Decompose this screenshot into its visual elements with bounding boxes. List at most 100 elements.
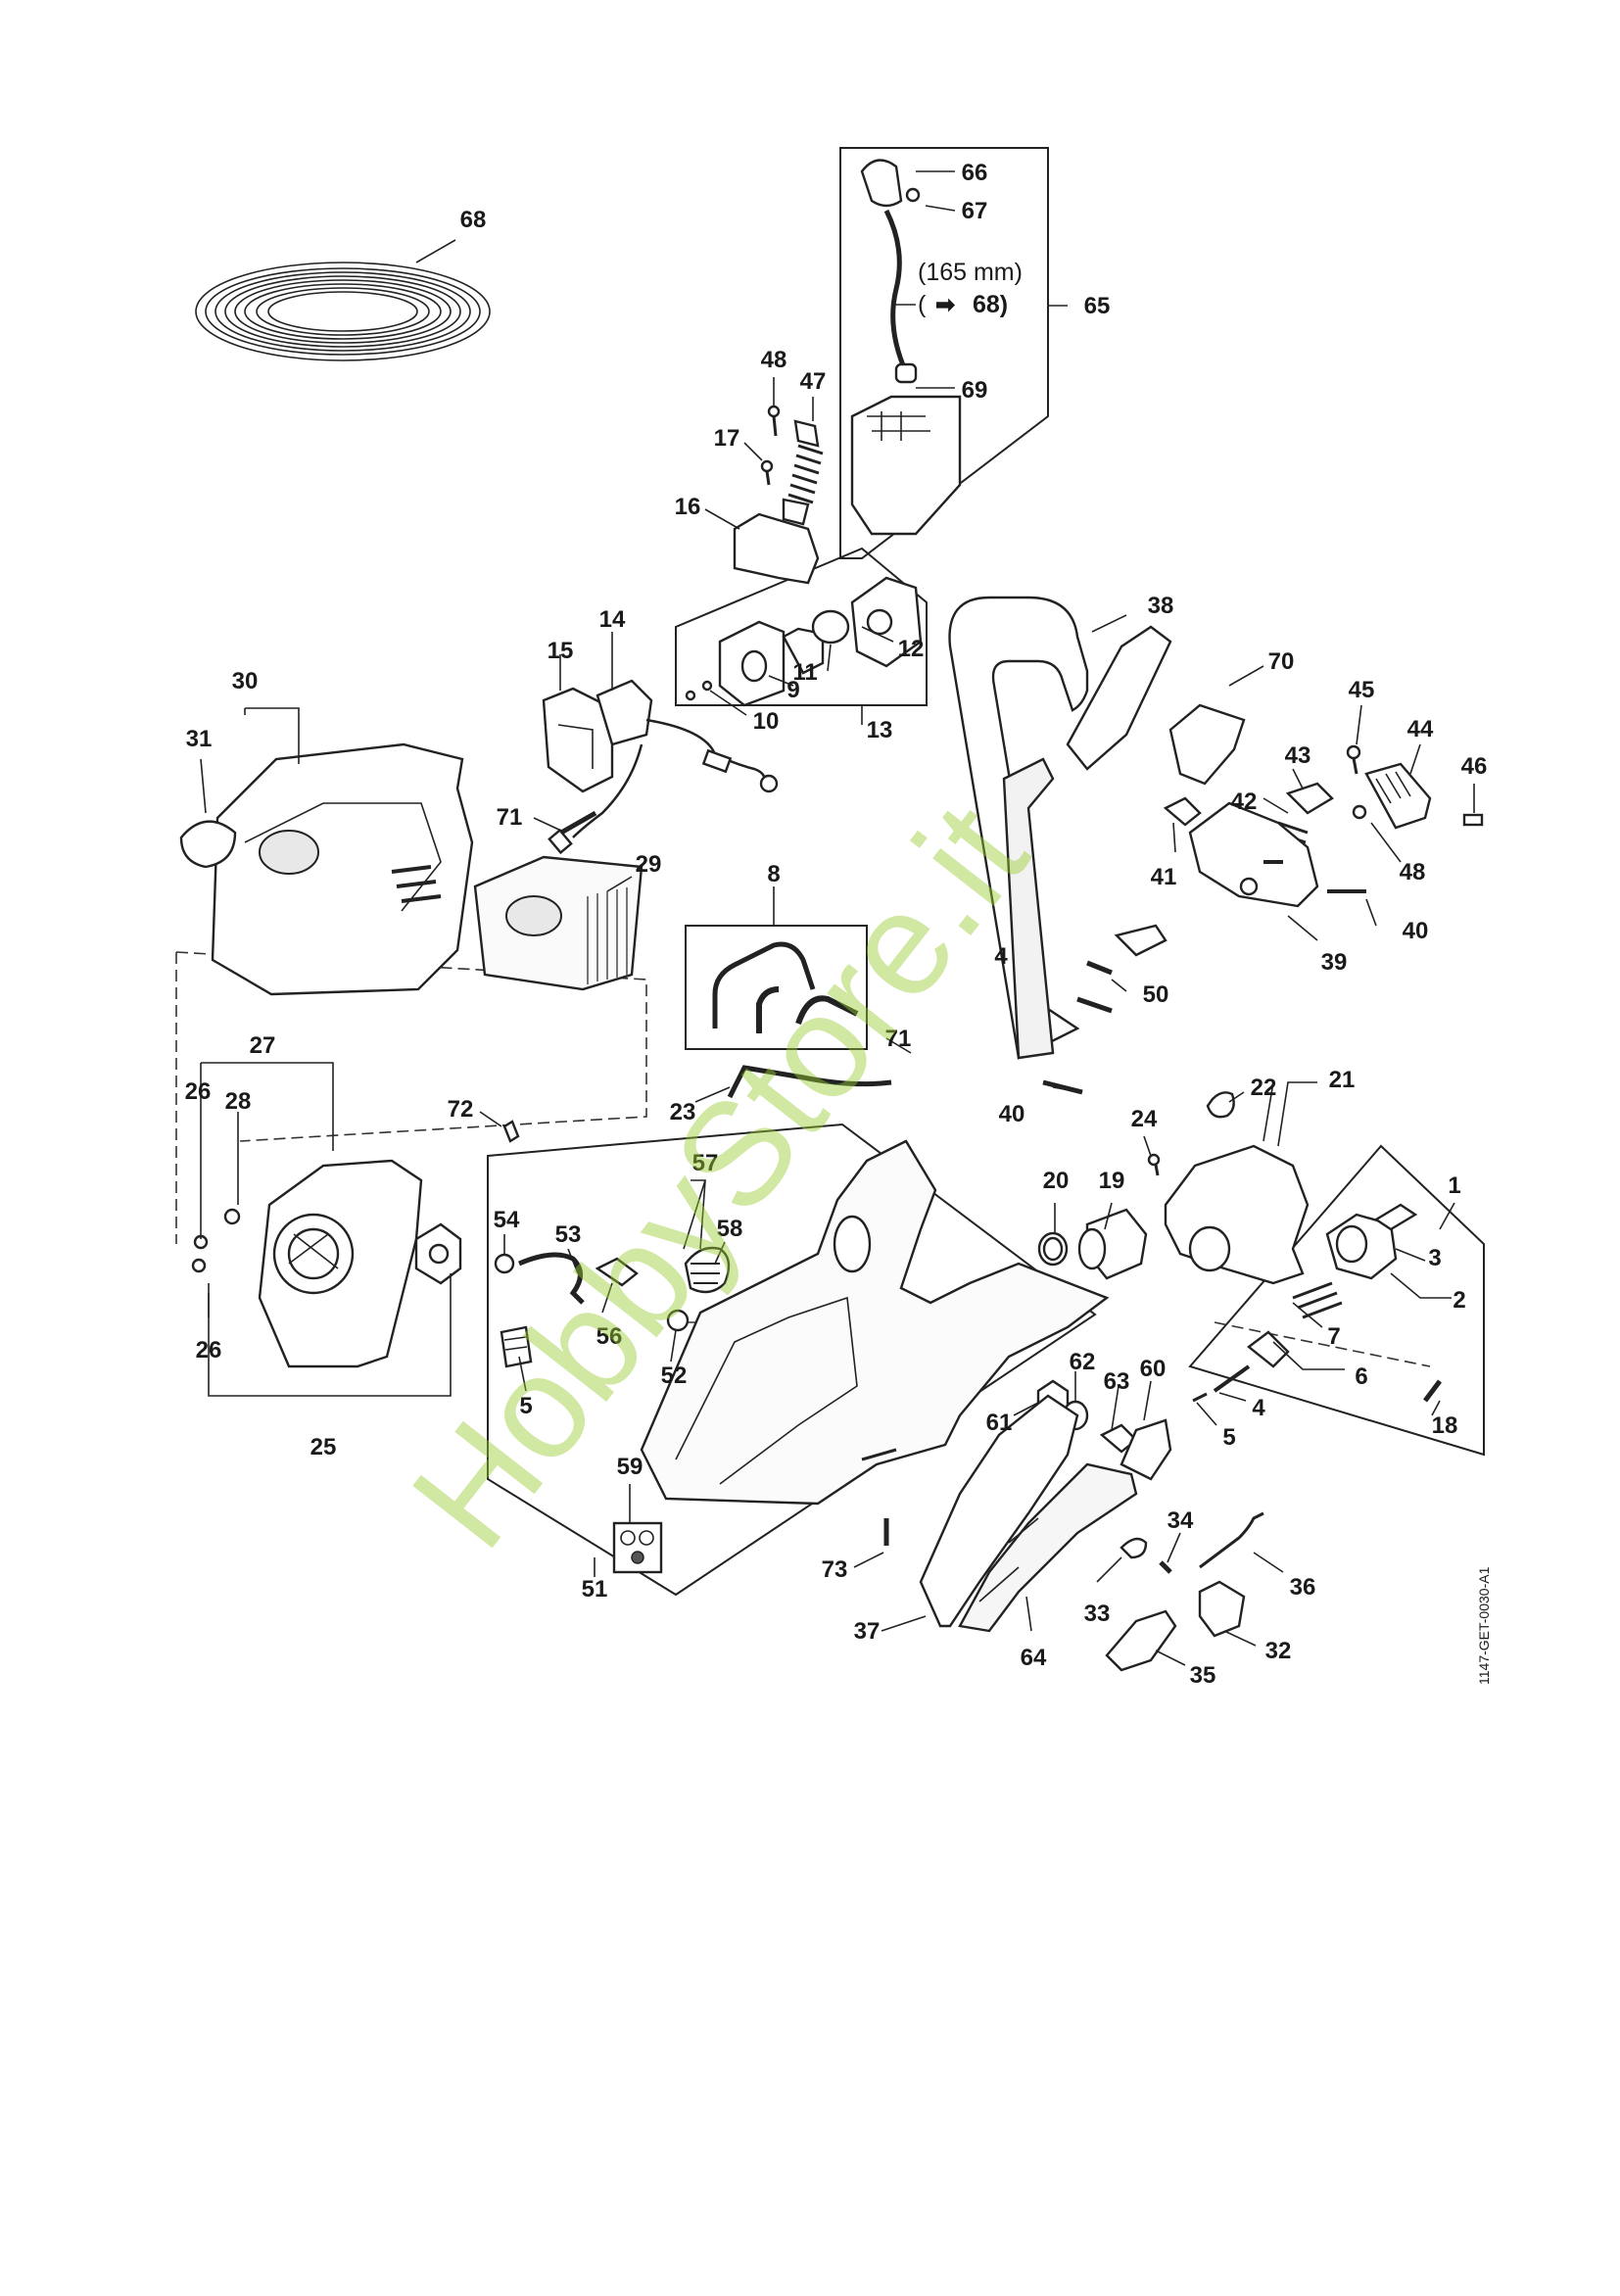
handlebar-38 <box>948 596 1172 1060</box>
callout-72: 72 <box>448 1096 474 1123</box>
callout-71: 71 <box>497 804 523 831</box>
trigger-cover-70 <box>1168 703 1246 786</box>
piston-group <box>1192 1203 1442 1403</box>
callout-21: 21 <box>1329 1067 1356 1093</box>
callout-4: 4 <box>1252 1395 1265 1421</box>
callout-45: 45 <box>1349 677 1375 703</box>
callout-15: 15 <box>548 638 574 664</box>
callout-44: 44 <box>1407 716 1434 742</box>
cover-16 <box>733 512 820 585</box>
callout-5: 5 <box>519 1393 532 1419</box>
callout-4: 4 <box>994 943 1008 970</box>
callout-38: 38 <box>1148 593 1174 619</box>
switch-group <box>542 679 779 855</box>
callout-9: 9 <box>786 677 799 703</box>
leader-lines <box>200 170 1475 1666</box>
callout-66: 66 <box>962 160 988 186</box>
note-ref-num: 68) <box>973 291 1008 318</box>
callout-5: 5 <box>1222 1424 1235 1451</box>
callout-34: 34 <box>1167 1507 1194 1534</box>
chain-cover-group <box>919 1394 1148 1633</box>
note-arrow-icon: ➡ <box>935 292 956 318</box>
callout-16: 16 <box>675 494 701 520</box>
callout-23: 23 <box>670 1099 696 1125</box>
fuel-lines-8 <box>712 941 859 1033</box>
callout-70: 70 <box>1268 648 1295 675</box>
callout-62: 62 <box>1070 1349 1096 1375</box>
warning-labels-59 <box>612 1521 663 1574</box>
callout-53: 53 <box>555 1221 582 1248</box>
callout-65: 65 <box>1084 293 1111 319</box>
callout-12: 12 <box>898 636 925 662</box>
callout-30: 30 <box>232 668 259 694</box>
callout-41: 41 <box>1151 864 1177 890</box>
callout-33: 33 <box>1084 1601 1111 1627</box>
crankcase-51 <box>640 1139 1110 1506</box>
callout-51: 51 <box>582 1576 608 1602</box>
pin-72 <box>502 1120 520 1143</box>
fan-housing-27 <box>191 1159 462 1368</box>
callout-8: 8 <box>767 861 780 887</box>
wire-pin-71 <box>559 810 597 836</box>
box-1 <box>1188 1144 1485 1457</box>
callout-46: 46 <box>1461 753 1488 780</box>
cylinder-group-21 <box>1147 1091 1310 1285</box>
callout-2: 2 <box>1453 1287 1465 1314</box>
intake-seals <box>1037 1208 1148 1280</box>
callout-64: 64 <box>1021 1645 1047 1671</box>
callout-48: 48 <box>1400 859 1426 885</box>
callout-43: 43 <box>1285 742 1311 769</box>
callout-60: 60 <box>1140 1356 1167 1382</box>
callout-7: 7 <box>1327 1323 1340 1350</box>
callout-68: 68 <box>460 207 487 233</box>
callout-13: 13 <box>867 717 893 743</box>
callout-57: 57 <box>692 1150 719 1176</box>
callout-27: 27 <box>250 1032 276 1059</box>
callout-69: 69 <box>962 377 988 404</box>
callout-26: 26 <box>185 1078 212 1105</box>
parts <box>179 159 1484 1672</box>
callout-26: 26 <box>196 1337 222 1363</box>
carburetor-group <box>685 576 923 707</box>
callout-63: 63 <box>1104 1368 1130 1395</box>
callout-11: 11 <box>792 659 817 686</box>
fuel-line-23 <box>727 1065 892 1099</box>
callout-61: 61 <box>986 1410 1013 1436</box>
callout-42: 42 <box>1231 789 1258 815</box>
callout-32: 32 <box>1265 1638 1292 1664</box>
callout-24: 24 <box>1131 1106 1158 1132</box>
callout-25: 25 <box>310 1434 337 1460</box>
callout-47: 47 <box>800 368 827 395</box>
callout-22: 22 <box>1251 1075 1277 1101</box>
callout-31: 31 <box>186 726 213 752</box>
callout-52: 52 <box>661 1363 688 1389</box>
callout-1: 1 <box>1448 1172 1460 1199</box>
rear-av-group <box>1346 744 1484 830</box>
callout-20: 20 <box>1043 1168 1070 1194</box>
callout-18: 18 <box>1432 1412 1458 1439</box>
av-mount-group <box>1163 782 1366 908</box>
callout-59: 59 <box>617 1454 643 1480</box>
callout-56: 56 <box>596 1323 623 1350</box>
callout-35: 35 <box>1190 1662 1216 1689</box>
length-note: (165 mm) ( ➡ 68) <box>893 259 1023 318</box>
filter-cover-30 <box>179 742 474 996</box>
callout-6: 6 <box>1355 1363 1367 1390</box>
note-ref-open: ( <box>918 291 927 318</box>
callout-71: 71 <box>885 1026 912 1052</box>
callout-36: 36 <box>1290 1574 1316 1601</box>
callout-17: 17 <box>714 425 740 452</box>
callout-14: 14 <box>599 606 626 633</box>
callout-40: 40 <box>1403 918 1429 944</box>
air-filter-29 <box>473 855 643 991</box>
recoil-spring-68 <box>195 262 491 361</box>
callout-19: 19 <box>1099 1168 1125 1194</box>
callout-28: 28 <box>225 1088 252 1115</box>
av-spring-47 <box>760 405 824 526</box>
diagram-code: 1147-GET-0030-A1 <box>1476 1566 1492 1685</box>
ignition-module-group <box>850 159 962 536</box>
callout-3: 3 <box>1428 1245 1441 1271</box>
